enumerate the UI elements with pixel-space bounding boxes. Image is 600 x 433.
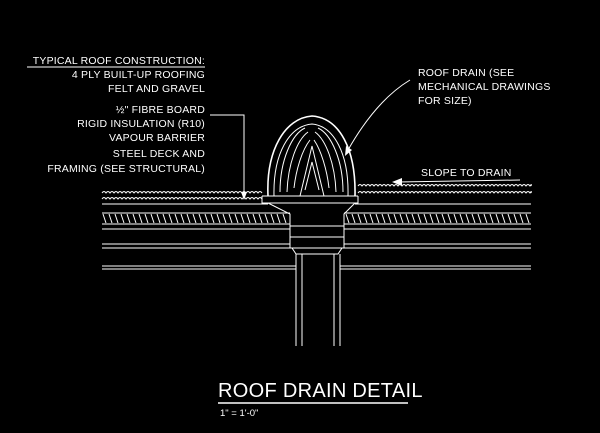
roof-drain-body (261, 115, 359, 346)
insulation-hatch (234, 213, 239, 224)
insulation-hatch (465, 213, 470, 224)
insulation-hatch (519, 213, 524, 224)
insulation-hatch (411, 213, 416, 224)
insulation-hatch (495, 213, 500, 224)
insulation-hatch (150, 213, 155, 224)
drain-note-line: MECHANICAL DRAWINGS (418, 81, 551, 93)
insulation-hatch (216, 213, 221, 224)
drawing-scale: 1" = 1'-0" (220, 408, 258, 419)
drain-leader (347, 79, 411, 151)
construction-line: STEEL DECK AND (113, 148, 205, 160)
drawing-title: ROOF DRAIN DETAIL (218, 380, 423, 402)
slope-arrow-line (397, 179, 521, 183)
insulation-hatch (174, 213, 179, 224)
insulation-hatch (435, 213, 440, 224)
construction-line: RIGID INSULATION (R10) (77, 118, 205, 130)
drain-leader-arrow (345, 146, 352, 156)
construction-line: VAPOUR BARRIER (109, 132, 205, 144)
insulation-hatch (162, 213, 167, 224)
insulation-hatch (363, 213, 368, 224)
insulation-hatch (423, 213, 428, 224)
insulation-layer (102, 212, 531, 225)
insulation-hatch (471, 213, 476, 224)
insulation-hatch (102, 213, 107, 224)
insulation-hatch (351, 213, 356, 224)
insulation-hatch (453, 213, 458, 224)
insulation-hatch (441, 213, 446, 224)
slope-arrow-head (392, 178, 402, 186)
insulation-hatch (240, 213, 245, 224)
construction-leader (210, 114, 245, 198)
insulation-hatch (483, 213, 488, 224)
insulation-hatch (258, 213, 263, 224)
insulation-hatch (459, 213, 464, 224)
insulation-hatch (417, 213, 422, 224)
construction-line: 4 PLY BUILT-UP ROOFING (72, 69, 205, 81)
insulation-hatch (375, 213, 380, 224)
insulation-hatch (507, 213, 512, 224)
insulation-hatch (252, 213, 257, 224)
insulation-hatch (369, 213, 374, 224)
insulation-hatch (186, 213, 191, 224)
insulation-hatch (156, 213, 161, 224)
insulation-hatch (228, 213, 233, 224)
insulation-hatch (501, 213, 506, 224)
insulation-hatch (126, 213, 131, 224)
insulation-hatch (198, 213, 203, 224)
insulation-hatch (144, 213, 149, 224)
drain-note-line: ROOF DRAIN (SEE (418, 67, 514, 79)
insulation-hatch (120, 213, 125, 224)
construction-line: FELT AND GRAVEL (108, 83, 205, 95)
insulation-hatch (192, 213, 197, 224)
insulation-hatch (246, 213, 251, 224)
insulation-hatch (264, 213, 269, 224)
insulation-hatch (447, 213, 452, 224)
deck-layer (102, 228, 531, 270)
construction-leader-arrow (241, 192, 247, 200)
leaders (210, 79, 521, 200)
insulation-hatch (222, 213, 227, 224)
insulation-hatch (180, 213, 185, 224)
construction-line: FRAMING (SEE STRUCTURAL) (47, 163, 205, 175)
insulation-hatch (282, 213, 287, 224)
insulation-hatch (270, 213, 275, 224)
gravel-layer (101, 184, 532, 205)
insulation-hatch (204, 213, 209, 224)
slope-note: SLOPE TO DRAIN (421, 167, 512, 179)
construction-notes: TYPICAL ROOF CONSTRUCTION: 4 PLY BUILT-U… (27, 55, 205, 175)
insulation-hatch (393, 213, 398, 224)
drain-note-line: FOR SIZE) (418, 95, 472, 107)
construction-heading: TYPICAL ROOF CONSTRUCTION: (33, 55, 205, 67)
insulation-hatch (168, 213, 173, 224)
insulation-hatch (513, 213, 518, 224)
insulation-hatch (489, 213, 494, 224)
insulation-hatch (108, 213, 113, 224)
insulation-hatch (399, 213, 404, 224)
insulation-hatch (345, 213, 350, 224)
insulation-hatch (210, 213, 215, 224)
insulation-hatch (114, 213, 119, 224)
drain-note: ROOF DRAIN (SEE MECHANICAL DRAWINGS FOR … (418, 67, 551, 107)
insulation-hatch (387, 213, 392, 224)
insulation-hatch (381, 213, 386, 224)
insulation-hatch (405, 213, 410, 224)
insulation-hatch (477, 213, 482, 224)
insulation-hatch (357, 213, 362, 224)
construction-line: ½" FIBRE BOARD (116, 104, 206, 116)
insulation-hatch (525, 213, 530, 224)
insulation-hatch (132, 213, 137, 224)
insulation-hatch (276, 213, 281, 224)
insulation-hatch (138, 213, 143, 224)
insulation-hatch (429, 213, 434, 224)
